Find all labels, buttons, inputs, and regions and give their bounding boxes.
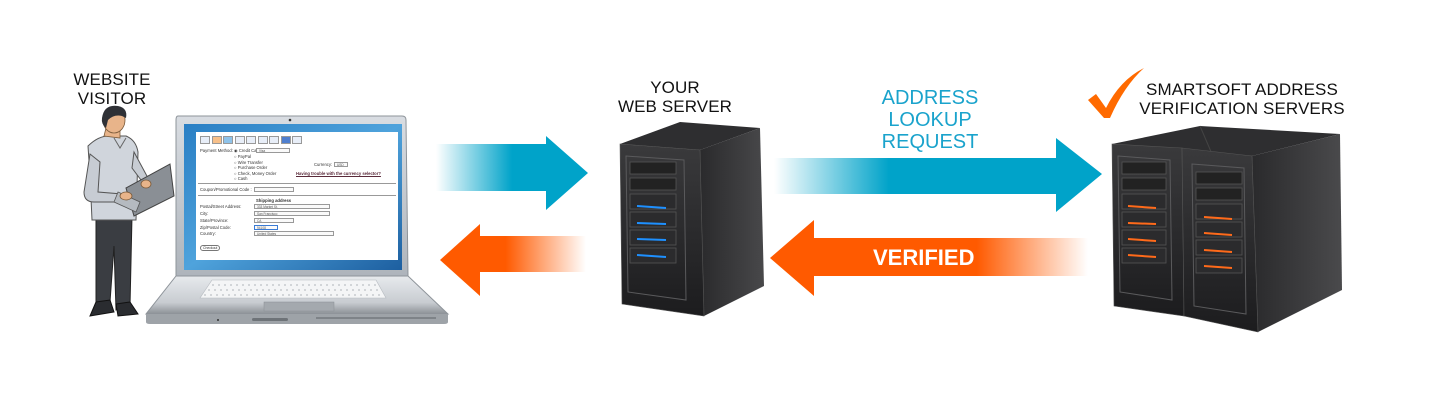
web-server-icon	[619, 122, 764, 317]
payment-option-label: Purchase Order	[237, 165, 268, 170]
coupon-label: Coupon/Promotional Code :	[200, 187, 252, 192]
card-icon	[269, 136, 279, 144]
smartsoft-label-line1: SMARTSOFT ADDRESS	[1146, 80, 1338, 99]
visitor-label-line2: VISITOR	[77, 89, 147, 108]
smartsoft-servers-icon	[1111, 125, 1342, 333]
payment-option[interactable]: ○ Wire Transfer	[234, 159, 263, 165]
payment-option[interactable]: ○ PayPal	[234, 154, 251, 159]
payment-method-label: Payment Method:	[200, 148, 233, 153]
currency-select[interactable]: USD	[334, 161, 348, 167]
payment-option-label: PayPal	[237, 154, 251, 159]
divider	[198, 183, 396, 184]
field-label: State/Province:	[200, 218, 229, 223]
paypal-icon	[292, 136, 302, 144]
field-label: City:	[200, 211, 209, 216]
web-server-label-line1: YOUR	[650, 78, 700, 97]
visitor-label-line1: WEBSITE	[73, 70, 151, 89]
field-label: Country:	[200, 231, 216, 236]
request-arrow-right	[774, 138, 1102, 212]
verified-label: VERIFIED	[873, 245, 975, 270]
payment-option[interactable]: ○ Purchase Order	[234, 165, 268, 170]
payment-option-label: Check, Money Order	[237, 170, 277, 176]
arrow-pair-visitor-webserver	[436, 136, 588, 296]
server-status-leds	[636, 205, 667, 258]
response-arrow-left	[440, 224, 586, 296]
field-label: Zip/Postal Code:	[200, 225, 231, 230]
payment-option[interactable]: ○ Check, Money Order	[234, 170, 277, 176]
discover-icon	[234, 136, 245, 144]
amex-icon	[223, 136, 233, 144]
checkout-form-screen: Payment Method: ◉ Credit Card Visa ○ Pay…	[196, 132, 398, 260]
state-input[interactable]: CA	[254, 217, 294, 223]
checkmark-icon	[1088, 68, 1144, 118]
web-server-label-line2: WEB SERVER	[617, 97, 733, 116]
payment-option-label: Credit Card	[238, 148, 261, 153]
card-icon	[246, 136, 256, 144]
request-label-line2: LOOKUP	[888, 109, 972, 131]
country-select[interactable]: United States	[254, 231, 334, 236]
request-label: ADDRESS LOOKUP REQUEST	[860, 87, 1000, 153]
zip-input[interactable]: 94108	[254, 224, 278, 230]
currency-label: Currency:	[314, 162, 333, 167]
payment-option[interactable]: ◉ Credit Card	[234, 148, 261, 153]
divider	[198, 195, 396, 196]
card-type-select[interactable]: Visa	[256, 147, 290, 153]
shipping-heading: Shipping address	[256, 198, 292, 203]
street-address-input[interactable]: 333 Market St.	[254, 203, 330, 209]
city-input[interactable]: San Francisco	[254, 210, 330, 216]
payment-card-logos	[200, 136, 304, 145]
request-label-line1: ADDRESS	[881, 87, 979, 109]
server-status-leds	[1127, 205, 1233, 269]
drive-bays	[1121, 161, 1243, 274]
smartsoft-label: SMARTSOFT ADDRESS VERIFICATION SERVERS	[1132, 80, 1352, 118]
person-icon	[83, 105, 175, 317]
card-icon	[257, 136, 268, 144]
visitor-label: WEBSITE VISITOR	[62, 70, 162, 108]
request-arrow-left	[436, 136, 588, 210]
card-icon	[280, 136, 291, 144]
web-server-label: YOUR WEB SERVER	[600, 78, 750, 116]
arrow-pair-webserver-smartsoft	[770, 138, 1102, 296]
visa-icon	[200, 136, 210, 144]
response-arrow-right	[770, 220, 1088, 296]
coupon-input[interactable]	[254, 186, 294, 192]
payment-option-label: Cash	[237, 176, 248, 181]
payment-option[interactable]: ○ Cash	[234, 176, 248, 181]
request-label-line3: REQUEST	[881, 131, 979, 153]
mastercard-icon	[211, 136, 222, 144]
checkout-button[interactable]: Checkout	[200, 245, 221, 251]
field-label: Postal/Street Address:	[200, 204, 242, 209]
payment-option-label: Wire Transfer	[237, 159, 263, 165]
smartsoft-label-line2: VERIFICATION SERVERS	[1139, 99, 1345, 118]
currency-help-link[interactable]: Having trouble with the currency selecto…	[296, 171, 381, 176]
